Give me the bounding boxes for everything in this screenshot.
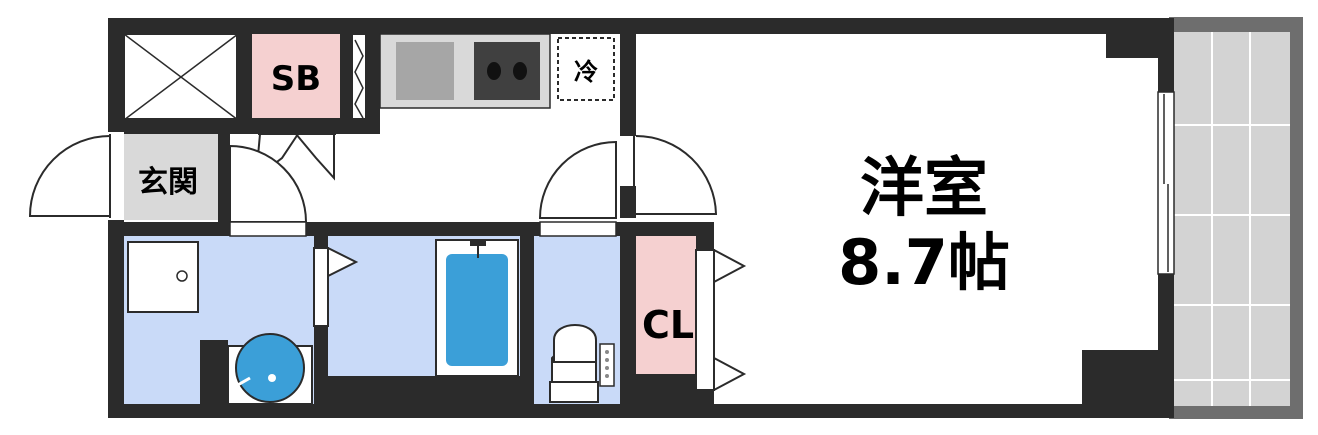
washroom-door[interactable] [229,144,308,223]
shoe-box-label: SB [271,59,321,99]
washing-machine-pan [127,241,199,313]
room-door[interactable] [633,135,718,215]
entrance-label: 玄関 [138,165,198,200]
front-door[interactable] [28,134,111,218]
fridge-label: 冷 [574,58,598,86]
closet-label: CL [642,303,694,347]
shoe-box: SB [250,33,380,134]
kitchen-counter [379,33,551,109]
fridge-space: 冷 [557,37,615,101]
interior-walls [108,222,714,404]
entrance: 玄関 [108,132,230,234]
toilet-door[interactable] [538,140,617,219]
closet: CL [636,236,715,391]
balcony [1169,17,1303,419]
western-room-size: 8.7帖 [838,226,1010,299]
wash-basin [227,333,313,405]
wall-openings [229,221,617,237]
sink-icon [396,42,454,100]
toilet [549,324,615,403]
balcony-window[interactable] [1157,91,1175,275]
stove-icon [474,42,540,100]
bath-door[interactable] [313,246,359,327]
pipe-shaft [108,33,252,134]
partition-wall [620,18,636,218]
bathtub [435,239,519,377]
western-room: 洋室 8.7帖 [838,152,1010,299]
western-room-label: 洋室 [860,152,988,226]
closet-door[interactable] [713,248,747,392]
